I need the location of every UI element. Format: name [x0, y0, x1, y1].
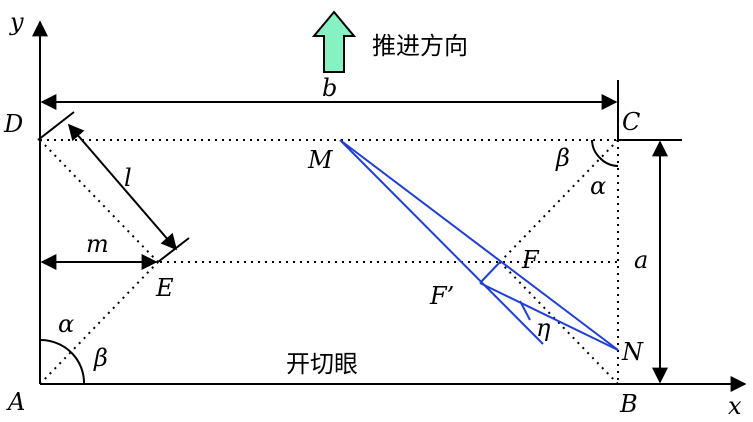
line-M-extended: [339, 139, 544, 345]
label-l: l: [124, 164, 132, 192]
l-tick-top: [37, 111, 75, 141]
line-M-N: [339, 139, 619, 351]
label-alpha-left: α: [58, 310, 74, 338]
label-advance-direction: 推进方向: [372, 32, 468, 60]
label-a: a: [634, 246, 648, 274]
left-angle-arc: [39, 338, 86, 385]
right-angle-arc: [591, 139, 619, 167]
label-C: C: [622, 108, 640, 136]
l-tick-bottom: [157, 237, 190, 263]
eta-marker: [519, 300, 531, 321]
label-eta: η: [536, 314, 551, 342]
label-F-prime: F’: [429, 282, 454, 310]
label-F: F: [521, 246, 540, 274]
label-B: B: [619, 390, 638, 418]
label-M: M: [307, 146, 334, 174]
label-m: m: [86, 230, 109, 258]
diagonal-A-E: [39, 261, 159, 385]
perpendicular-F-F-prime: [479, 261, 501, 284]
diagonal-C-F: [499, 139, 619, 263]
label-b: b: [322, 74, 337, 102]
label-beta-left: β: [93, 344, 108, 372]
diagonal-B-F: [499, 261, 619, 385]
label-E: E: [155, 274, 174, 302]
label-D: D: [3, 110, 23, 138]
label-beta-right: β: [555, 144, 570, 172]
label-N: N: [621, 338, 644, 366]
label-alpha-right: α: [590, 172, 606, 200]
l-dimension-arrow: [67, 123, 178, 251]
label-cut-hole: 开切眼: [286, 350, 358, 378]
label-A: A: [6, 388, 25, 416]
advance-arrow-icon: [311, 10, 357, 73]
label-x-axis: x: [728, 392, 742, 420]
line-F-prime-N: [479, 282, 619, 351]
label-y-axis: y: [9, 8, 24, 36]
